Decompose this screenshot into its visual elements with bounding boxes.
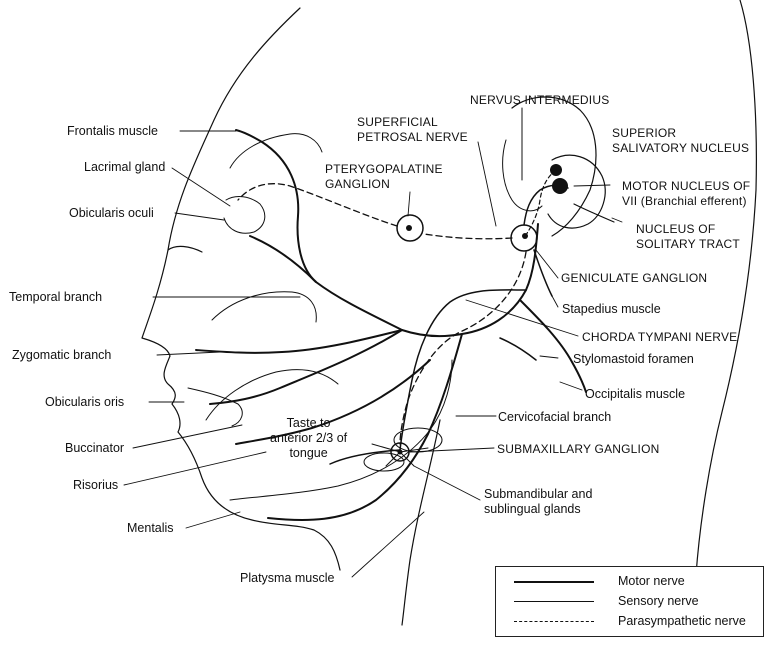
label-nervus-intermedius: NERVUS INTERMEDIUS	[470, 93, 609, 108]
label-lacrimal-gland: Lacrimal gland	[84, 160, 165, 175]
greater-petrosal-nerve	[424, 234, 512, 239]
label-obicularis-oris: Obicularis oris	[45, 395, 124, 410]
zygomatic-branch	[196, 330, 402, 353]
label-motor-nucleus-line1: MOTOR NUCLEUS OF	[622, 179, 750, 194]
legend-row-parasympathetic: Parasympathetic nerve	[514, 613, 759, 629]
label-chorda-tympani-nerve: CHORDA TYMPANI NERVE	[582, 330, 737, 345]
legend-label-parasympathetic: Parasympathetic nerve	[618, 613, 746, 629]
label-stapedius-muscle: Stapedius muscle	[562, 302, 661, 317]
legend-swatch-motor	[514, 581, 594, 583]
label-platysma-muscle: Platysma muscle	[240, 571, 334, 586]
label-solitary-line1: NUCLEUS OF	[636, 222, 740, 237]
cheek-contour	[206, 370, 338, 420]
label-risorius: Risorius	[73, 478, 118, 493]
legend-label-sensory: Sensory nerve	[618, 593, 699, 609]
frontalis-muscle-contour	[230, 134, 322, 168]
temporal-branch	[236, 130, 402, 330]
label-mentalis: Mentalis	[127, 521, 174, 536]
nose-outline	[168, 246, 202, 252]
stylomastoid-twig	[500, 338, 536, 360]
facial-nerve-trunk	[402, 224, 538, 336]
label-temporal-branch: Temporal branch	[9, 290, 102, 305]
label-taste-line3: tongue	[270, 446, 347, 461]
label-superficial-petrosal-nerve: SUPERFICIAL PETROSAL NERVE	[357, 115, 468, 145]
head-outline	[142, 8, 340, 570]
label-taste-line2: anterior 2/3 of	[270, 431, 347, 446]
temporal-branch-eye	[250, 236, 316, 282]
label-submandibular-line2: sublingual glands	[484, 502, 592, 517]
legend-row-motor: Motor nerve	[514, 573, 759, 589]
mouth-contour	[188, 388, 242, 426]
legend-swatch-sensory	[514, 601, 594, 602]
motor-nucleus-vii	[552, 178, 568, 194]
label-geniculate-ganglion: GENICULATE GANGLION	[561, 271, 707, 286]
buccal-branch	[210, 330, 402, 404]
legend-label-motor: Motor nerve	[618, 573, 685, 589]
label-solitary-line2: SOLITARY TRACT	[636, 237, 740, 252]
legend-row-sensory: Sensory nerve	[514, 593, 759, 609]
label-motor-nucleus-vii: MOTOR NUCLEUS OF VII (Branchial efferent…	[622, 179, 750, 209]
orbit-contour	[224, 197, 265, 234]
label-taste-anterior-tongue: Taste to anterior 2/3 of tongue	[270, 416, 347, 461]
label-taste-line1: Taste to	[270, 416, 347, 431]
label-pterygopalatine-line1: PTERYGOPALATINE	[325, 162, 443, 177]
label-superior-salivatory-line2: SALIVATORY NUCLEUS	[612, 141, 749, 156]
label-buccinator: Buccinator	[65, 441, 124, 456]
label-motor-nucleus-line2: VII (Branchial efferent)	[622, 194, 750, 209]
label-zygomatic-branch: Zygomatic branch	[12, 348, 111, 363]
back-of-head-outline	[696, 0, 756, 575]
label-superior-salivatory-line1: SUPERIOR	[612, 126, 749, 141]
label-pterygopalatine-ganglion: PTERYGOPALATINE GANGLION	[325, 162, 443, 192]
label-submandibular-line1: Submandibular and	[484, 487, 592, 502]
label-cervicofacial-branch: Cervicofacial branch	[498, 410, 611, 425]
legend: Motor nerve Sensory nerve Parasympatheti…	[495, 566, 764, 637]
zygomatic-contour	[212, 292, 316, 322]
pterygopalatine-ganglion-cell	[406, 225, 412, 231]
label-frontalis-muscle: Frontalis muscle	[67, 124, 158, 139]
label-submaxillary-ganglion: SUBMAXILLARY GANGLION	[497, 442, 659, 457]
legend-swatch-parasympathetic	[514, 621, 594, 622]
label-pterygopalatine-line2: GANGLION	[325, 177, 443, 192]
label-superior-salivatory-nucleus: SUPERIOR SALIVATORY NUCLEUS	[612, 126, 749, 156]
stapedius-nerve	[534, 250, 552, 296]
label-nucleus-solitary-tract: NUCLEUS OF SOLITARY TRACT	[636, 222, 740, 252]
label-superficial-petrosal-line1: SUPERFICIAL	[357, 115, 468, 130]
label-submandibular-sublingual-glands: Submandibular and sublingual glands	[484, 487, 592, 517]
label-occipitalis-muscle: Occipitalis muscle	[585, 387, 685, 402]
label-stylomastoid-foramen: Stylomastoid foramen	[573, 352, 694, 367]
label-obicularis-oculi: Obicularis oculi	[69, 206, 154, 221]
label-superficial-petrosal-line2: PETROSAL NERVE	[357, 130, 468, 145]
